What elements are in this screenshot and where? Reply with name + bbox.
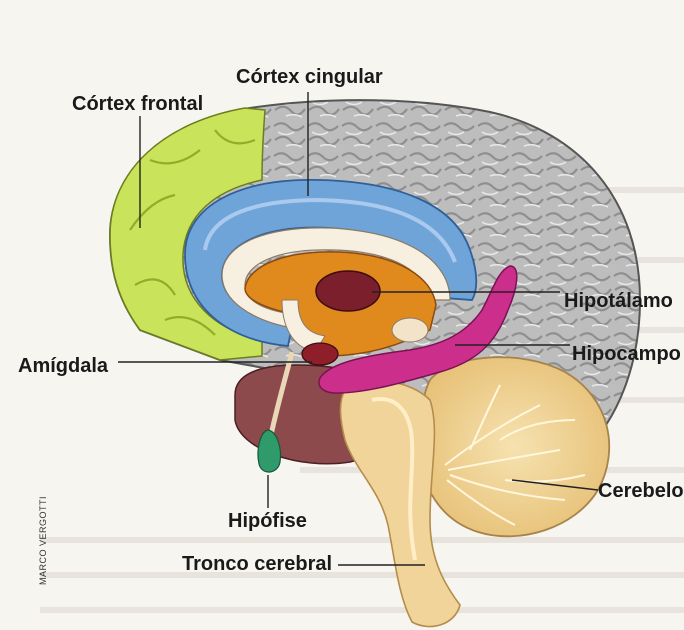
illustrator-credit: MARCO VERGOTTI [38, 496, 48, 585]
mammillary-body [392, 318, 428, 342]
label-cortex-frontal: Córtex frontal [72, 93, 203, 116]
label-cerebelo: Cerebelo [598, 480, 684, 503]
label-hipofise: Hipófise [228, 510, 307, 533]
label-tronco-cerebral: Tronco cerebral [182, 553, 332, 576]
hypothalamus [316, 271, 380, 311]
label-hipocampo: Hipocampo [572, 343, 681, 366]
cerebellum [420, 357, 609, 536]
label-amigdala: Amígdala [18, 355, 108, 378]
label-cortex-cingular: Córtex cingular [236, 66, 383, 89]
label-hipotalamo: Hipotálamo [564, 290, 673, 313]
